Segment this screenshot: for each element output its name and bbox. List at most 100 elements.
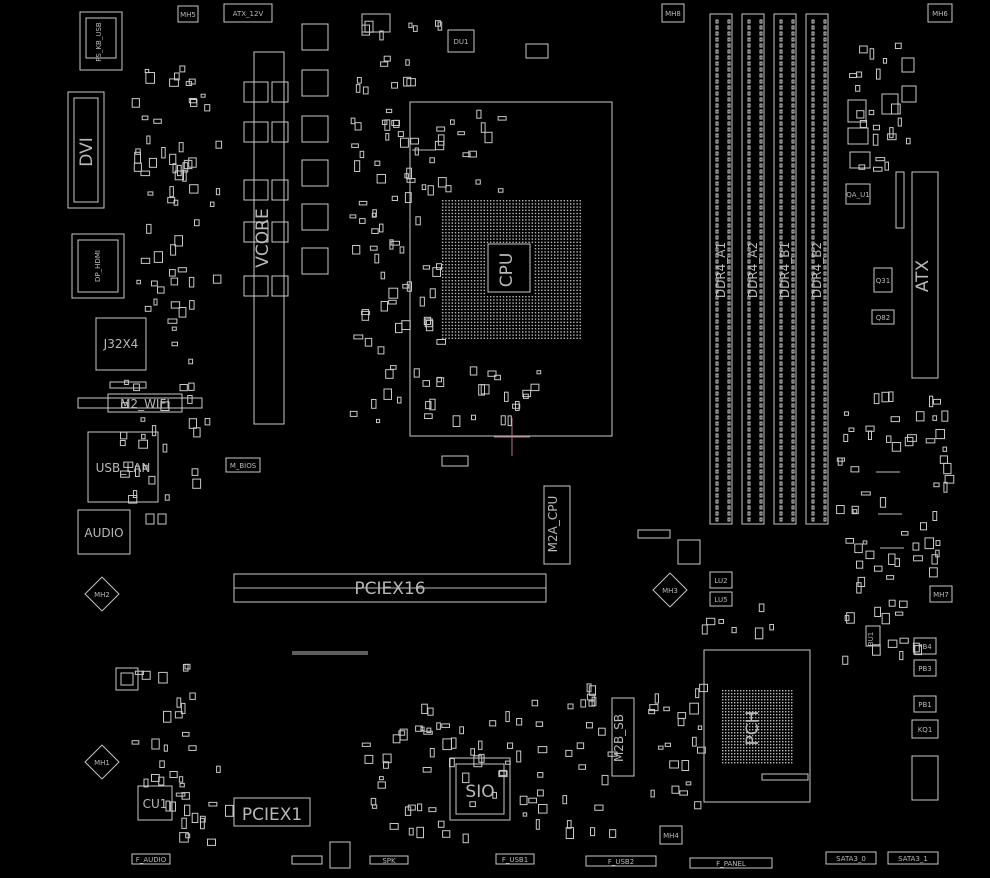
dimm-slot-a2[interactable] [741, 13, 765, 525]
atx-power-connector[interactable] [911, 171, 939, 379]
kq1-chip[interactable] [911, 719, 939, 739]
cpu-pin [454, 264, 457, 266]
pwm-controller-strip[interactable] [253, 51, 285, 425]
choke-6 [301, 247, 329, 275]
f-usb2-header[interactable] [585, 855, 657, 867]
bu1-chip[interactable] [865, 625, 881, 647]
m-bios-chip[interactable] [225, 457, 261, 473]
spk-header[interactable] [369, 855, 409, 865]
pch-pin [734, 720, 736, 722]
dimm-contact [791, 313, 795, 318]
audio-connector[interactable] [77, 509, 131, 555]
dimm-slot-b2[interactable] [805, 13, 829, 525]
m2b-sb-slot[interactable] [611, 697, 635, 777]
cpu-pin [458, 334, 460, 336]
cpu-pin [451, 238, 453, 240]
pch-pin [740, 723, 742, 725]
dimm-contact [727, 67, 731, 72]
sio-chip[interactable] [449, 757, 511, 821]
cpu-pin [579, 244, 581, 247]
qa-u1-chip[interactable] [845, 183, 871, 205]
pb4-chip[interactable] [913, 637, 937, 655]
cpu-pin [493, 328, 495, 330]
pb1-chip[interactable] [913, 695, 937, 713]
atx-12v-connector[interactable] [223, 3, 273, 23]
ddr4-a2-label: DDR4_A2 [746, 242, 760, 298]
smd-part [914, 645, 922, 656]
smd-part [695, 688, 700, 699]
smd-part [374, 160, 381, 166]
cpu-pin [448, 331, 450, 333]
cpu-pin [451, 254, 453, 256]
dimm-slot-a1[interactable] [709, 13, 733, 525]
dimm-contact [823, 229, 827, 234]
pch-pin [734, 744, 736, 746]
smd-part [567, 703, 574, 710]
dimm-contact [759, 373, 763, 378]
dimm-contact [779, 397, 783, 402]
pch-pin [722, 705, 724, 707]
q31-chip[interactable] [873, 267, 893, 293]
smd-part [182, 169, 187, 182]
j32x4-chip[interactable] [95, 317, 147, 371]
cpu-socket-outline[interactable] [409, 101, 613, 437]
dimm-contact [823, 391, 827, 396]
dvi-connector[interactable] [67, 91, 105, 209]
m2-wifi-slot[interactable] [77, 397, 203, 409]
cpu-pin [512, 222, 514, 224]
dimm-contact [759, 451, 763, 456]
dimm-contact [791, 193, 795, 198]
cpu-pin [464, 296, 466, 298]
cpu-pin [560, 257, 562, 259]
pciex1-slot[interactable] [233, 797, 311, 827]
lu2-chip[interactable] [709, 571, 733, 589]
pch-pin [785, 690, 787, 692]
dimm-contact [823, 241, 827, 246]
cpu-pin [570, 212, 572, 215]
dimm-contact [759, 133, 763, 138]
smd-part [836, 505, 845, 515]
smd-part [189, 184, 199, 194]
pb3-chip[interactable] [913, 659, 937, 677]
pch-pin [743, 699, 745, 701]
dimm-contact [791, 115, 795, 120]
du1-chip[interactable] [447, 29, 475, 53]
pch-pin [737, 753, 739, 755]
cpu-pin [534, 228, 537, 231]
pch-pin [782, 762, 784, 764]
dp-hdmi-connector[interactable] [71, 233, 125, 299]
cpu-pin [480, 276, 482, 279]
cpu-pin [490, 219, 492, 221]
lu5-chip[interactable] [709, 591, 733, 607]
cpu-pin [451, 251, 453, 253]
m2a-cpu-slot[interactable] [543, 485, 571, 565]
sata3-1-connector[interactable] [887, 851, 939, 865]
smd-part [374, 253, 380, 264]
header-right-lower[interactable] [911, 755, 939, 801]
cpu-pin [518, 200, 521, 202]
cpu-pin [522, 206, 524, 208]
f-usb1-header[interactable] [495, 853, 535, 865]
sata3-0-connector[interactable] [825, 851, 877, 865]
pch-outline[interactable] [703, 649, 811, 803]
smd-part [145, 72, 155, 84]
f-audio-header[interactable] [131, 853, 171, 865]
dimm-slot-b1[interactable] [773, 13, 797, 525]
q82-chip[interactable] [871, 309, 895, 325]
ps-kb-usb-connector[interactable] [79, 11, 123, 71]
cpu-pin [554, 302, 556, 304]
dimm-contact [779, 487, 783, 492]
f-panel-header[interactable] [689, 857, 773, 869]
cpu-pin [544, 289, 546, 291]
q31-label: Q31 [876, 277, 890, 285]
cpu-pin [480, 296, 482, 298]
audio-codec-chip[interactable] [115, 667, 139, 691]
cpu-pin [518, 334, 521, 336]
cu1-chip[interactable] [137, 785, 173, 821]
cpu-pin [554, 212, 556, 215]
cpu-pin [563, 235, 565, 237]
cpu-pin [502, 315, 505, 317]
smd-part [426, 727, 432, 733]
cpu-pin [483, 232, 485, 234]
